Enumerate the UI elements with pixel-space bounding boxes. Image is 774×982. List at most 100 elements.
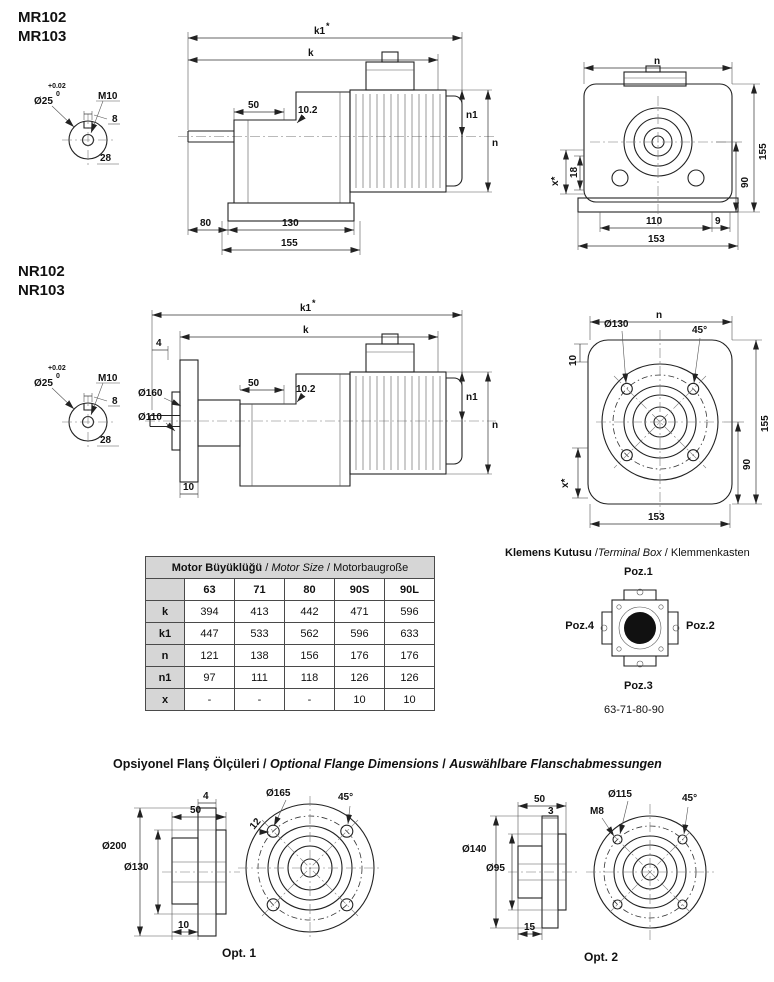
terminal-box-gland	[624, 612, 656, 644]
dim-45deg: 45°	[692, 325, 707, 336]
opt1-front-view: Ø165 45° 12	[238, 788, 382, 940]
table-row-k1: k1 447 533 562 596 633	[145, 622, 435, 645]
dim-50: 50	[190, 805, 202, 816]
mr-shaft-detail: +0.02 0 Ø25 M10 8 28	[34, 83, 120, 166]
row-label: n	[145, 644, 185, 667]
nr-series-line2: NR103	[18, 282, 65, 299]
terminal-box-title-tr: Klemens Kutusu	[505, 547, 592, 559]
terminal-box-sep1: /	[591, 547, 598, 559]
table-title-sep2: /	[323, 561, 334, 574]
dim-n: n	[492, 420, 498, 431]
terminal-box-sep2: /	[661, 547, 671, 559]
dim-10: 10	[183, 482, 195, 493]
flange-title-sep1: /	[259, 757, 270, 771]
row-label: k	[145, 600, 185, 623]
dim-tolerance-plus: +0.02	[48, 365, 66, 372]
table-title-de: Motorbaugroße	[333, 561, 409, 574]
dim-k: k	[303, 325, 309, 336]
dim-key-width: 8	[112, 114, 118, 125]
dim-153: 153	[648, 512, 665, 523]
dim-thread: M10	[98, 91, 118, 102]
dim-110: 110	[646, 216, 663, 227]
terminal-position-1: Poz.1	[624, 566, 653, 578]
dim-k: k	[308, 48, 314, 59]
dim-3: 3	[548, 806, 554, 817]
dim-flange-diameter: Ø160	[138, 388, 163, 399]
table-row-k: k 394 413 442 471 596	[145, 600, 435, 623]
table-cell: 118	[284, 666, 335, 689]
dim-shaft-diameter: Ø25	[34, 96, 53, 107]
row-label: x	[145, 688, 185, 711]
table-cell: 156	[284, 644, 335, 667]
table-cell: 447	[184, 622, 235, 645]
table-col-90l: 90L	[384, 578, 435, 601]
dim-tolerance-plus: +0.02	[48, 83, 66, 90]
table-col-90s: 90S	[334, 578, 385, 601]
dim-shaft-length: 28	[100, 435, 112, 446]
table-cell: -	[234, 688, 285, 711]
table-row-n: n 121 138 156 176 176	[145, 644, 435, 667]
table-cell: 10	[334, 688, 385, 711]
dim-thread: M8	[590, 806, 604, 817]
table-cell: 97	[184, 666, 235, 689]
dim-15: 15	[524, 922, 536, 933]
table-col-71: 71	[234, 578, 285, 601]
table-row-x: x - - - 10 10	[145, 688, 435, 711]
dim-10-2: 10.2	[298, 105, 318, 116]
dim-130: 130	[282, 218, 299, 229]
dim-k1-star: *	[326, 21, 330, 31]
dim-153: 153	[648, 234, 665, 245]
table-title-tr: Motor Büyüklüğü	[171, 561, 263, 574]
dim-k1: k1	[300, 303, 312, 314]
dim-10-2: 10.2	[296, 384, 316, 395]
opt1-side-view: 4 50 Ø200 Ø130 10	[102, 791, 240, 940]
table-cell: -	[284, 688, 335, 711]
dim-bolt-hole: 12	[248, 816, 264, 832]
table-cell: 176	[384, 644, 435, 667]
table-cell: 471	[334, 600, 385, 623]
opt2-side-view: 50 3 Ø140 Ø95 15	[462, 794, 580, 940]
table-cell: 413	[234, 600, 285, 623]
dim-thread: M10	[98, 373, 118, 384]
nr-series-line1: NR102	[18, 263, 65, 280]
dim-pilot-diameter: Ø110	[138, 412, 162, 423]
table-cell: 121	[184, 644, 235, 667]
table-cell: 394	[184, 600, 235, 623]
dim-90: 90	[740, 176, 751, 188]
table-cell: 10	[384, 688, 435, 711]
nr-end-view: n Ø130 45° 10 x	[560, 310, 771, 528]
dim-shaft-length: 28	[100, 153, 112, 164]
terminal-position-3: Poz.3	[624, 680, 653, 692]
flange-title-en: Optional Flange Dimensions	[270, 757, 439, 771]
table-title-cell: Motor Büyüklüğü / Motor Size / Motorbaug…	[145, 556, 435, 579]
flange-title-tr: Opsiyonel Flanş Ölçüleri	[113, 757, 260, 771]
table-cell: 633	[384, 622, 435, 645]
motor-dimensions-table: Motor Büyüklüğü / Motor Size / Motorbaug…	[145, 556, 435, 711]
terminal-position-2: Poz.2	[686, 620, 715, 632]
dim-outer-diameter: Ø140	[462, 844, 487, 855]
dim-pilot-diameter: Ø95	[486, 863, 505, 874]
table-cell: 533	[234, 622, 285, 645]
terminal-box-diagram	[600, 588, 680, 668]
flange-title-de: Auswählbare Flanschabmessungen	[449, 757, 662, 771]
dim-n: n	[492, 138, 498, 149]
dim-50: 50	[248, 100, 260, 111]
table-col-63: 63	[184, 578, 235, 601]
dim-outer-diameter: Ø200	[102, 841, 127, 852]
nr-series-heading: NR102 NR103	[18, 262, 65, 300]
table-cell: 111	[234, 666, 285, 689]
table-cell: 596	[384, 600, 435, 623]
opt2-caption: Opt. 2	[584, 950, 619, 964]
dim-90: 90	[742, 458, 753, 470]
dim-tolerance-zero: 0	[56, 91, 60, 98]
dim-bolt-circle: Ø115	[608, 789, 632, 800]
dim-45deg: 45°	[682, 793, 697, 804]
dim-k1-star: *	[312, 298, 316, 308]
table-title-en: Motor Size	[271, 561, 324, 574]
table-cell: 176	[334, 644, 385, 667]
dim-10: 10	[568, 354, 579, 366]
table-cell: 126	[334, 666, 385, 689]
terminal-box-heading: Klemens Kutusu /Terminal Box / Klemmenka…	[505, 547, 750, 559]
mr-series-line2: MR103	[18, 28, 67, 45]
